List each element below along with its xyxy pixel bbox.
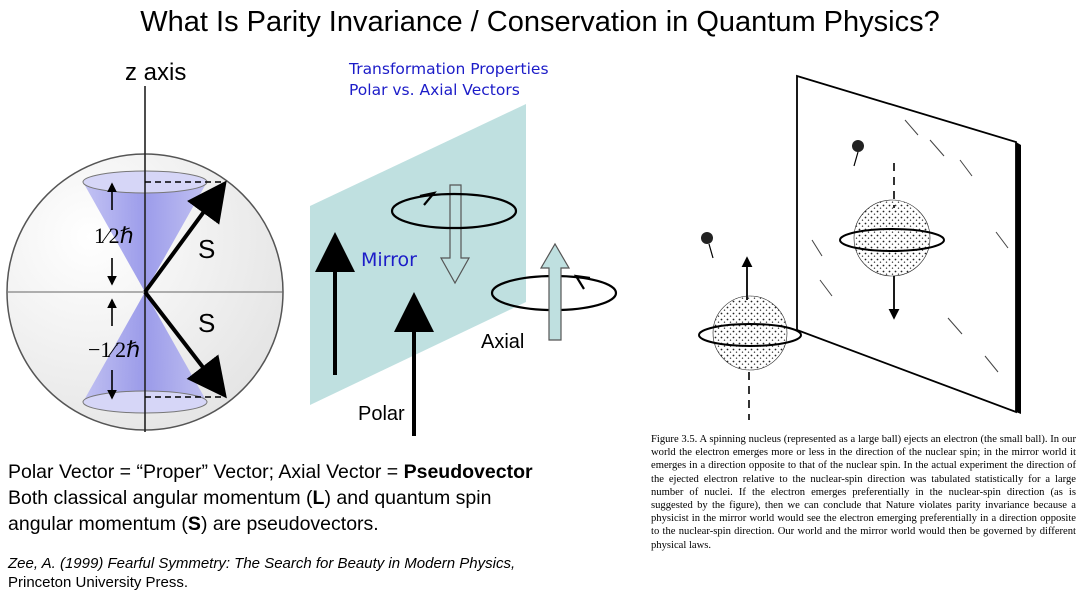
nucleus-mirror-figure: [698, 74, 1021, 420]
real-spin-ring: [698, 323, 802, 347]
page-title: What Is Parity Invariance / Conservation…: [140, 6, 940, 38]
mirror-rotation-loop: [390, 192, 518, 230]
real-electron-trail: [708, 243, 714, 259]
body-line-1: Polar Vector = “Proper” Vector; Axial Ve…: [8, 461, 533, 483]
spin-vector-down: [143, 290, 227, 399]
axial-rotation-arrowhead: [573, 274, 591, 290]
z-axis-label: z axis: [125, 59, 186, 86]
glass-streak: [811, 239, 823, 257]
neg-half-hbar-label: −1⁄2ℏ: [88, 337, 140, 362]
glass-streak: [819, 279, 833, 297]
glass-streak: [984, 355, 999, 373]
body-text: Polar Vector = “Proper” Vector; Axial Ve…: [8, 459, 648, 537]
polar-label: Polar: [358, 403, 405, 425]
spin-vector-upper-label: S: [198, 234, 215, 264]
mirror-heading-line2: Polar vs. Axial Vectors: [349, 81, 520, 99]
mirror-label: Mirror: [361, 249, 417, 271]
reflected-spin-ring: [839, 228, 945, 252]
half-hbar-label: 1⁄2ℏ: [94, 223, 134, 248]
mirror-edge: [1016, 142, 1021, 414]
real-electron: [701, 232, 713, 244]
axial-label: Axial: [481, 331, 524, 353]
body-line-2: Both classical angular momentum (L) and …: [8, 487, 492, 509]
reflected-electron: [852, 140, 864, 152]
reflected-nucleus: [853, 199, 931, 277]
body-line-3: angular momentum (S) are pseudovectors.: [8, 513, 379, 535]
glass-streak: [995, 231, 1009, 249]
glass-streak: [904, 119, 919, 136]
mirror-figure: Transformation Properties Polar vs. Axia…: [310, 60, 618, 436]
figure-caption: Figure 3.5. A spinning nucleus (represen…: [651, 434, 1076, 551]
citation: Zee, A. (1999) Fearful Symmetry: The Sea…: [8, 554, 648, 592]
citation-publisher: Princeton University Press.: [8, 574, 189, 591]
mirror-heading-line1: Transformation Properties: [348, 60, 549, 78]
real-nucleus: [712, 295, 788, 371]
spin-vector-lower-label: S: [198, 308, 215, 338]
axial-arrow: [539, 242, 571, 341]
glass-streak: [947, 317, 963, 335]
spin-sphere-figure: z axis 1⁄2ℏ −1⁄2ℏ S S: [6, 59, 284, 432]
mirror-axial-arrow: [439, 184, 471, 285]
spin-vector-up: [143, 180, 227, 294]
mirror-rotation-arrowhead: [419, 191, 437, 206]
mirror-plane: [310, 104, 526, 405]
reflected-electron-trail: [853, 151, 859, 167]
glass-streak: [959, 159, 973, 177]
citation-title: Zee, A. (1999) Fearful Symmetry: The Sea…: [8, 555, 516, 572]
glass-streak: [929, 139, 945, 157]
